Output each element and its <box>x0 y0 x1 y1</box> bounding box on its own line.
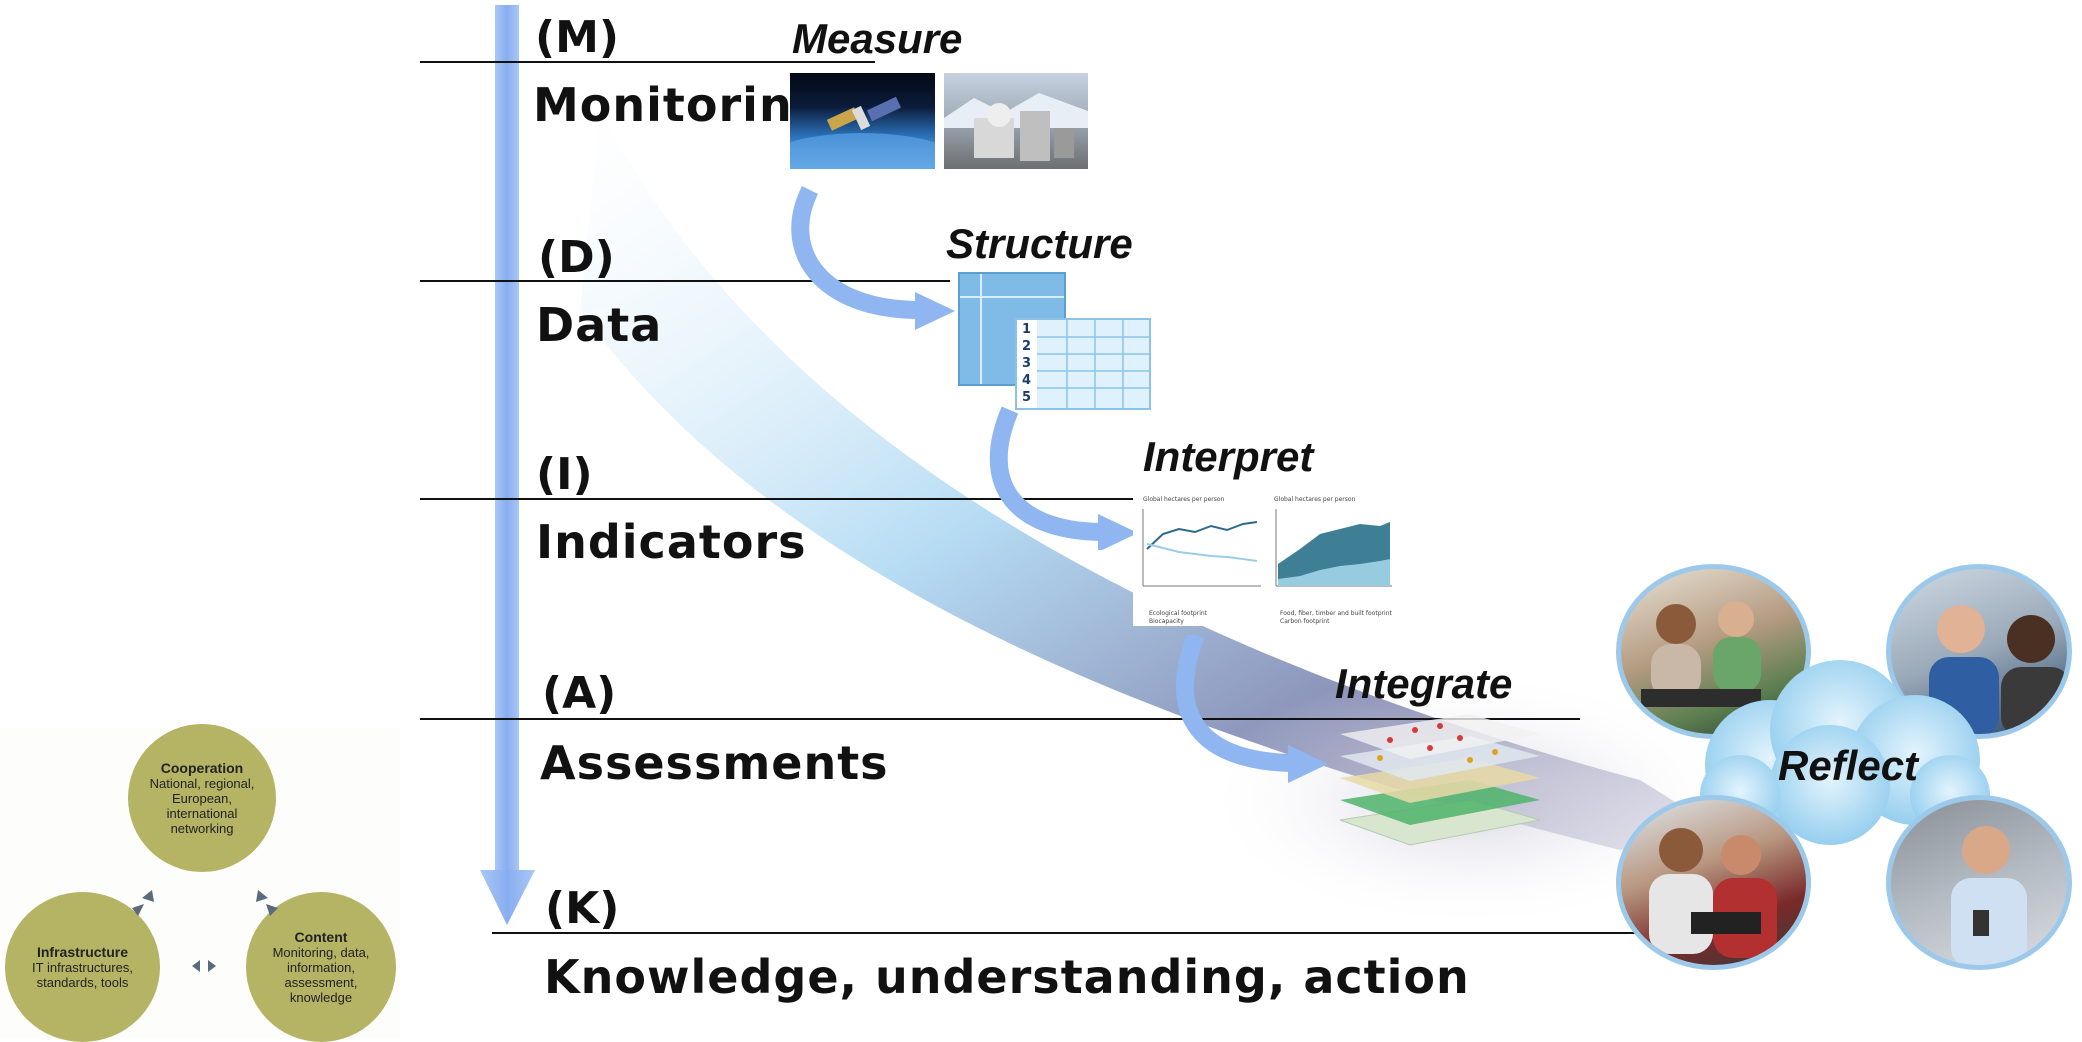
level-name-monitoring: Monitoring <box>533 78 827 132</box>
chart-right-legend-2: Carbon footprint <box>1280 618 1330 625</box>
chart-right-plot <box>1275 509 1392 587</box>
integrated-map-layers <box>1339 714 1541 846</box>
chart-left-legend-1: Ecological footprint <box>1149 610 1208 617</box>
arrow-interpret-to-integrate <box>1175 635 1328 783</box>
table-row-3: 3 <box>1022 356 1032 371</box>
stage-structure: Structure <box>946 220 1133 267</box>
infrastructure-text: IT infrastructures, standards, tools <box>32 959 133 990</box>
level-code-d: (D) <box>538 232 615 283</box>
level-line-a <box>420 718 1580 720</box>
level-name-data: Data <box>536 298 663 352</box>
level-code-m: (M) <box>535 12 620 63</box>
level-code-k: (K) <box>545 883 620 934</box>
level-name-knowledge: Knowledge, understanding, action <box>544 950 1470 1004</box>
vertical-flow-arrow <box>480 5 535 925</box>
chart-right-legend-1: Food, fiber, timber and built footprint <box>1280 610 1392 617</box>
cycle-content: Content Monitoring, data, information, a… <box>246 892 396 1042</box>
level-code-a: (A) <box>542 668 617 719</box>
table-grid <box>1037 320 1149 408</box>
people-photo-bottom-right <box>1886 795 2072 970</box>
station-icon <box>944 93 1088 161</box>
indicator-chart-left: Global hectares per person Ecological fo… <box>1133 494 1266 626</box>
indicator-chart-right: Global hectares per person Food, fiber, … <box>1270 494 1397 626</box>
arrow-structure-to-interpret <box>989 406 1138 550</box>
monitoring-station-photo <box>944 73 1088 169</box>
arrow-measure-to-structure <box>791 185 955 330</box>
cooperation-text: National, regional, European, internatio… <box>149 775 255 836</box>
chart-right-title: Global hectares per person <box>1274 496 1356 503</box>
table-row-5: 5 <box>1022 390 1032 405</box>
level-name-assessments: Assessments <box>540 736 889 790</box>
table-icon-front: 1 2 3 4 5 <box>1015 318 1151 410</box>
chart-left-plot <box>1142 509 1261 587</box>
cycle-cooperation: Cooperation National, regional, European… <box>128 724 276 872</box>
content-title: Content <box>294 928 348 945</box>
chart-left-legend-2: Biocapacity <box>1149 618 1184 625</box>
stage-integrate: Integrate <box>1335 660 1513 707</box>
stage-interpret: Interpret <box>1143 433 1314 480</box>
people-meeting-icon <box>1641 601 1761 707</box>
fieldwork-icon <box>1649 828 1777 958</box>
infrastructure-title: Infrastructure <box>36 943 129 960</box>
cycle-arrows <box>132 890 278 972</box>
stage-measure: Measure <box>792 15 963 62</box>
cooperation-title: Cooperation <box>160 759 244 776</box>
level-line-i <box>420 498 1145 500</box>
table-row-4: 4 <box>1022 373 1032 388</box>
level-code-i: (I) <box>536 449 593 500</box>
level-name-indicators: Indicators <box>536 515 807 569</box>
cycle-infrastructure: Infrastructure IT infrastructures, stand… <box>5 892 160 1042</box>
man-phone-icon <box>1951 826 2027 965</box>
content-text: Monitoring, data, information, assessmen… <box>272 944 370 1005</box>
level-line-k <box>492 932 1702 934</box>
chart-left-title: Global hectares per person <box>1143 496 1225 503</box>
people-photo-bottom-left <box>1616 795 1811 970</box>
stage-reflect: Reflect <box>1778 742 1919 789</box>
level-line-d <box>420 280 950 282</box>
satellite-photo <box>790 73 935 169</box>
table-row-2: 2 <box>1022 339 1032 354</box>
satellite-icon <box>790 96 935 169</box>
table-row-1: 1 <box>1022 322 1032 337</box>
reflect-cloud <box>1700 660 1990 845</box>
level-line-m <box>420 61 875 63</box>
